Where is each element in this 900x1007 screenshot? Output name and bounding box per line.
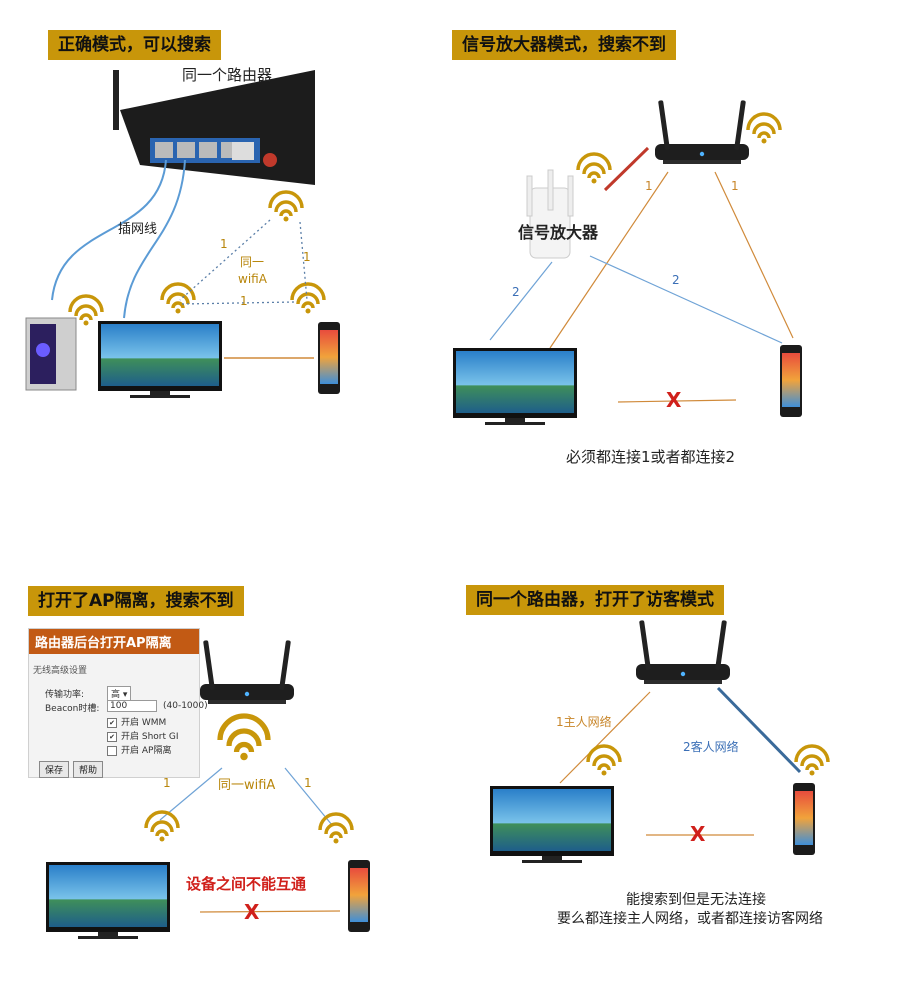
tl-phone [318,322,340,394]
tr-link-num-ext-left: 2 [512,285,520,299]
bl-short-gi-label: 开启 Short GI [121,732,179,742]
bl-beacon-input[interactable]: 100 [107,700,157,712]
bl-ap-isolation-label: 开启 AP隔离 [121,746,172,756]
bl-wifi-label: 同一wifiA [218,778,276,793]
bl-blocked-mark: X [244,900,260,924]
br-tv-wifi-icon [586,744,622,778]
br-router [636,620,730,684]
bl-wmm-label: 开启 WMM [121,718,167,728]
tl-phone-wifi-icon [290,282,326,316]
tl-cable-label: 插网线 [118,222,158,237]
bl-tv-phone-line [199,910,341,913]
bl-ap-isolation-checkbox[interactable] [107,745,117,756]
tl-tv-wifi-icon [160,282,196,316]
tl-wifi-label-2: wifiA [238,272,267,286]
tr-router-phone-link [714,171,794,339]
bl-tx-power-select-wrap: 高 ▾ [107,686,132,701]
bl-beacon-input-wrap: 100 [107,700,157,712]
bl-settings-header: 路由器后台打开AP隔离 [29,629,199,654]
tr-extender [526,169,574,259]
tr-title: 信号放大器模式，搜索不到 [452,30,676,60]
br-guest-label: 2客人网络 [683,740,739,754]
bl-isolation-text: 设备之间不能互通 [186,875,307,893]
tr-extender-phone-link [589,255,783,344]
bl-short-gi-checkbox[interactable]: ✔ [107,731,117,742]
tl-tv [98,321,222,398]
tr-router [655,100,749,164]
br-title: 同一个路由器，打开了访客模式 [466,585,724,615]
bl-beacon-label: Beacon时槽: [45,704,100,714]
tr-link-num-router-right: 1 [731,179,739,193]
tl-link-left [179,219,271,301]
tl-link-num-bottom: 1 [240,294,248,308]
tl-wired-router [113,70,315,185]
tl-link-right [299,221,308,301]
bl-wmm-checkbox[interactable]: ✔ [107,717,117,728]
tl-wifi-label-1: 同一 [240,255,265,269]
br-tv [490,786,614,863]
tl-link-num-left: 1 [220,237,228,251]
tr-router-tv-link [549,171,669,349]
br-guest-link [716,686,802,774]
tl-title: 正确模式，可以搜索 [48,30,221,60]
tr-phone [780,345,802,417]
bl-link-num-right: 1 [304,776,312,790]
bl-save-button[interactable]: 保存 [39,761,70,778]
bl-phone [348,860,370,932]
tr-blocked-mark: X [666,388,682,412]
br-blocked-mark: X [690,822,706,846]
tl-router-wifi-icon [268,190,304,224]
bl-router-wifi-icon [220,716,268,760]
tr-caption: 必须都连接1或者都连接2 [566,448,736,466]
tr-router-wifi-icon [746,112,782,146]
tr-extender-wifi-icon [576,152,612,186]
bl-tx-power-select[interactable]: 高 ▾ [107,686,132,701]
bl-tv [46,862,170,939]
br-host-link [559,691,651,784]
tl-cable-tv [123,159,186,319]
tl-cable-pc [51,159,167,301]
bl-wmm-row: ✔ 开启 WMM [107,715,166,728]
bl-router [200,640,294,704]
br-phone [793,783,815,855]
tr-tv-phone-line [617,399,737,403]
br-host-label: 1主人网络 [556,715,612,729]
bl-settings-section: 无线高级设置 [33,666,88,676]
tl-pc-tower [25,317,77,391]
bl-link-num-left: 1 [163,776,171,790]
br-caption-line1: 能搜索到但是无法连接 [626,892,766,908]
tr-link-num-router-left: 1 [645,179,653,193]
tl-link-num-right: 1 [303,250,311,264]
tr-router-extender-link [603,146,650,192]
tr-extender-label: 信号放大器 [518,223,599,242]
bl-tx-power-row: 传输功率: [45,687,84,700]
bl-link-left [159,767,223,821]
bl-ap-isolation-row: 开启 AP隔离 [107,743,171,756]
bl-tv-wifi-icon [144,810,180,844]
bl-tx-power-label: 传输功率: [45,690,85,700]
tr-tv [453,348,577,425]
bl-settings-panel: 路由器后台打开AP隔离 无线高级设置 传输功率: 高 ▾ Beacon时槽: 1… [28,628,208,778]
bl-link-right [284,767,333,826]
tr-extender-tv-link [489,261,553,341]
bl-phone-wifi-icon [318,812,354,846]
tl-link-bottom [181,301,296,305]
br-caption-line2: 要么都连接主人网络，或者都连接访客网络 [557,911,823,927]
bl-short-gi-row: ✔ 开启 Short GI [107,729,179,742]
bl-help-button[interactable]: 帮助 [73,761,104,778]
bl-title: 打开了AP隔离，搜索不到 [28,586,244,616]
tl-router-label: 同一个路由器 [182,66,273,84]
bl-beacon-range: (40-1000) [163,701,208,711]
tr-link-num-ext-right: 2 [672,273,680,287]
